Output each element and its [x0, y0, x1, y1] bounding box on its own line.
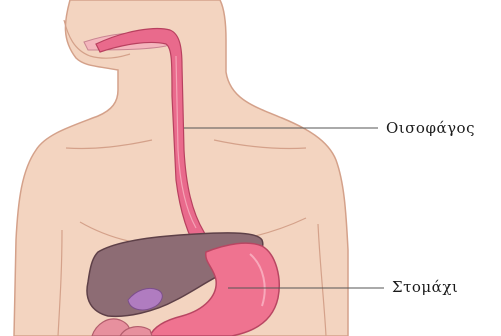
stomach-label: Στομάχι	[392, 278, 458, 296]
esophagus-label: Οισοφάγος	[386, 119, 475, 137]
